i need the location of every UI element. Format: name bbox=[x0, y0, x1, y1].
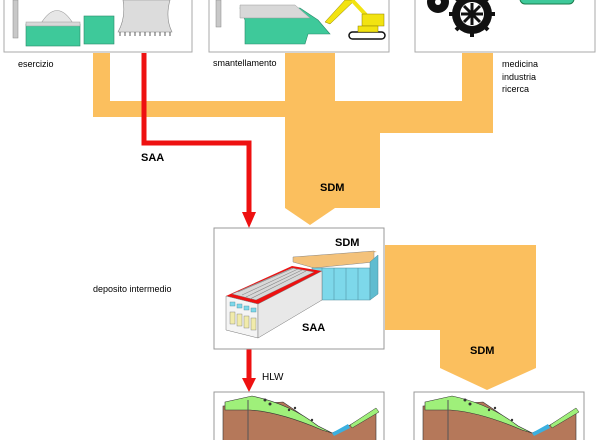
terrain-grass-icon bbox=[224, 395, 333, 434]
chimney-icon bbox=[12, 0, 19, 39]
excavator-icon bbox=[324, 0, 386, 40]
sdm-right-flow-label: SDM bbox=[470, 345, 494, 357]
reactor-building-icon bbox=[25, 23, 81, 47]
saa-flow bbox=[141, 53, 256, 392]
saa-storage-building-icon bbox=[225, 266, 323, 339]
source-label-esercizio: esercizio bbox=[18, 59, 54, 69]
saa-building-tag: SAA bbox=[302, 322, 325, 334]
sdm-main-flow-label: SDM bbox=[320, 182, 344, 194]
hlw-flow-label: HLW bbox=[262, 372, 284, 383]
hlw-flow-arrowhead bbox=[242, 378, 256, 392]
sdm-branch-esercizio bbox=[93, 53, 493, 225]
saa-flow-arrowhead bbox=[242, 212, 256, 228]
interim-storage-label: deposito intermedio bbox=[93, 284, 172, 294]
source-label-ricerca: ricerca bbox=[502, 84, 529, 94]
saa-flow-line bbox=[141, 53, 252, 215]
source-frame-esercizio bbox=[3, 0, 193, 53]
green-badge-icon bbox=[519, 0, 575, 5]
sdm-building-tag: SDM bbox=[335, 237, 359, 249]
gear-icon-large bbox=[449, 0, 495, 37]
sdm-branch-right bbox=[385, 245, 536, 390]
geological-repository-hlw bbox=[213, 391, 385, 440]
terrain-grass-icon bbox=[424, 395, 533, 434]
cooling-tower-icon bbox=[117, 0, 173, 33]
source-label-medicina: medicina bbox=[502, 59, 538, 69]
turbine-hall-icon bbox=[83, 15, 115, 45]
sdm-flow-network bbox=[93, 53, 536, 390]
source-label-industria: industria bbox=[502, 72, 536, 82]
source-label-smantellamento: smantellamento bbox=[213, 58, 277, 68]
gear-icon bbox=[427, 0, 449, 13]
saa-flow-label: SAA bbox=[141, 152, 164, 164]
interim-storage-frame: SDM SAA bbox=[213, 227, 385, 350]
geological-repository-sdm bbox=[413, 391, 585, 440]
source-frame-smantellamento bbox=[208, 0, 390, 53]
source-frame-mir bbox=[414, 0, 596, 53]
